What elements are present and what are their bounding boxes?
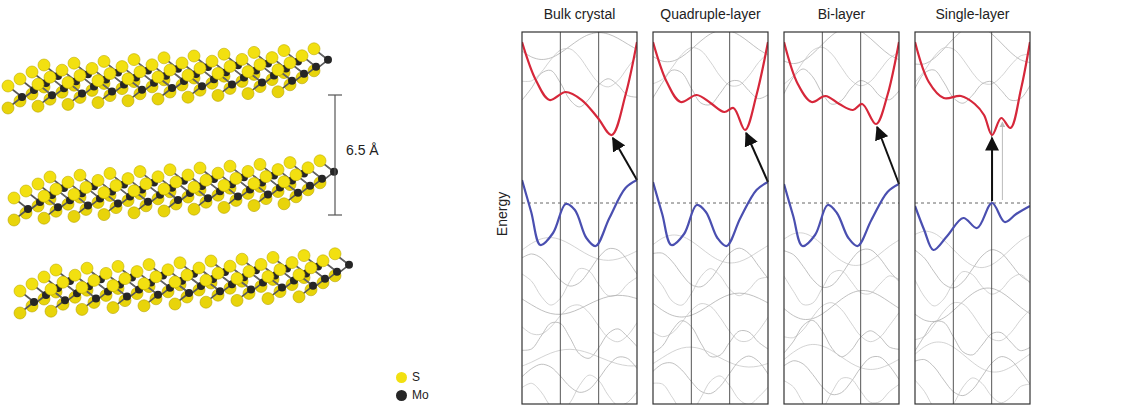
atomic-layer xyxy=(14,248,353,319)
dimension-bar xyxy=(328,95,342,215)
band-panel: Bulk crystal xyxy=(514,6,645,404)
panel-title: Single-layer xyxy=(907,6,1038,22)
panel-frame xyxy=(653,32,768,404)
gap-arrow xyxy=(877,127,899,184)
legend-entry: Mo xyxy=(396,388,429,402)
gap-arrow xyxy=(1002,122,1003,200)
band-panels xyxy=(522,26,1030,408)
gap-arrow xyxy=(991,138,993,201)
band-panel: Quadruple-layer xyxy=(645,6,776,404)
panel-frame xyxy=(522,32,637,404)
conduction-band xyxy=(522,42,637,135)
gap-arrow xyxy=(746,133,768,182)
mos2-layers xyxy=(2,43,353,319)
conduction-band xyxy=(784,42,899,124)
dimension-label: 6.5 Å xyxy=(346,142,379,158)
panel-title: Bulk crystal xyxy=(514,6,645,22)
conduction-band xyxy=(653,42,768,130)
conduction-band xyxy=(915,42,1030,135)
gap-arrow xyxy=(613,138,637,180)
band-panel: Bi-layer xyxy=(776,6,907,404)
atom-swatch xyxy=(396,372,407,383)
valence-band xyxy=(653,182,768,246)
panel-title: Bi-layer xyxy=(776,6,907,22)
band-structure xyxy=(915,26,1030,408)
panel-frame xyxy=(915,32,1030,404)
valence-band xyxy=(522,180,637,246)
axis-label: Energy xyxy=(494,192,510,236)
legend-text: Mo xyxy=(412,388,429,402)
band-structure xyxy=(784,28,899,408)
panel-title: Quadruple-layer xyxy=(645,6,776,22)
valence-band xyxy=(784,184,899,246)
band-structure xyxy=(653,30,768,408)
valence-band xyxy=(915,203,1030,250)
legend-text: S xyxy=(412,370,420,384)
band-panel: Single-layer xyxy=(907,6,1038,404)
panel-frame xyxy=(784,32,899,404)
atomic-layer xyxy=(8,155,338,226)
band-structure xyxy=(522,32,637,408)
atom-swatch xyxy=(396,390,407,401)
legend-entry: S xyxy=(396,370,420,384)
atomic-layer xyxy=(2,43,332,114)
